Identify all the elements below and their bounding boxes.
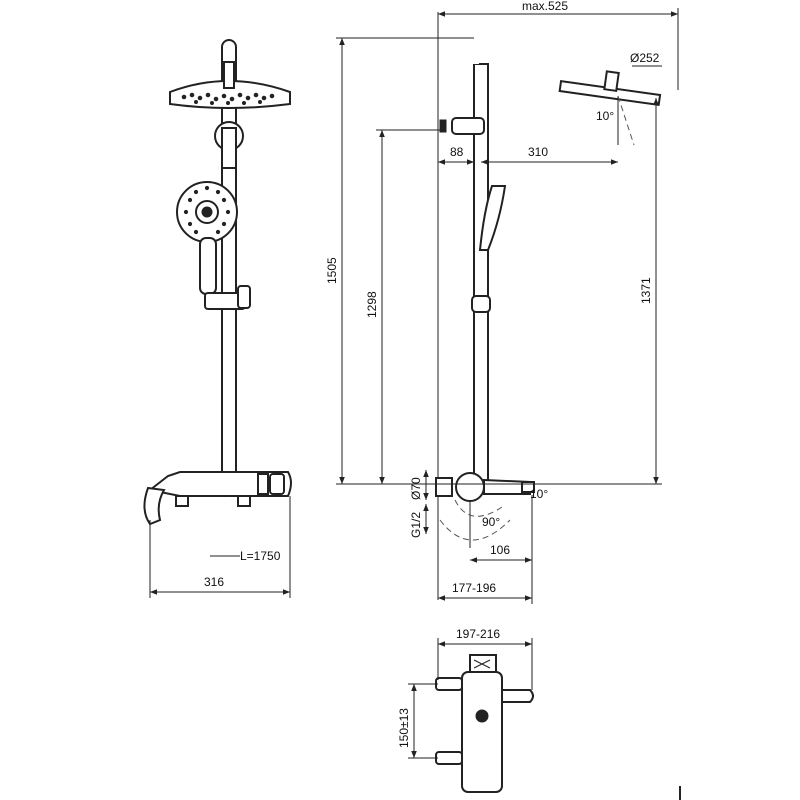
dim-inlet-spacing: 150±13 xyxy=(397,708,411,748)
front-view xyxy=(121,39,292,556)
dim-spout-length: 106 xyxy=(490,543,510,557)
dim-holder-height: 1298 xyxy=(365,291,379,318)
dim-spout-angle: 10° xyxy=(530,487,548,501)
dim-head-diameter: Ø252 xyxy=(630,51,660,65)
hand-shower-side xyxy=(478,185,507,251)
hand-shower-front xyxy=(176,181,238,295)
dim-hose-length: L=1750 xyxy=(240,549,281,563)
dim-lever-angle: 90° xyxy=(482,515,500,529)
dim-thread: G1/2 xyxy=(409,512,423,538)
dim-front-width: 316 xyxy=(204,575,224,589)
side-view xyxy=(435,12,662,600)
dim-head-height: 1371 xyxy=(639,277,653,304)
overhead-shower-front xyxy=(169,61,291,109)
shower-hose xyxy=(122,309,233,555)
dim-total-height: 1505 xyxy=(325,257,339,284)
mixer-front xyxy=(143,471,292,526)
dim-head-tilt: 10° xyxy=(596,109,614,123)
dim-arm-length: 310 xyxy=(528,145,548,159)
dim-mixer-depth: 177-196 xyxy=(452,581,496,595)
dimension-lines xyxy=(149,8,679,759)
dim-max-width: max.525 xyxy=(522,0,568,13)
dim-inlet-diameter: Ø70 xyxy=(409,477,423,500)
dimension-labels: max.525 Ø252 10° 88 310 1505 1298 1371 Ø… xyxy=(204,0,660,748)
dim-mixer-width: 197-216 xyxy=(456,627,500,641)
mixer-plan xyxy=(435,654,681,800)
overhead-shower-side xyxy=(558,70,662,107)
dim-wall-offset: 88 xyxy=(450,145,464,159)
